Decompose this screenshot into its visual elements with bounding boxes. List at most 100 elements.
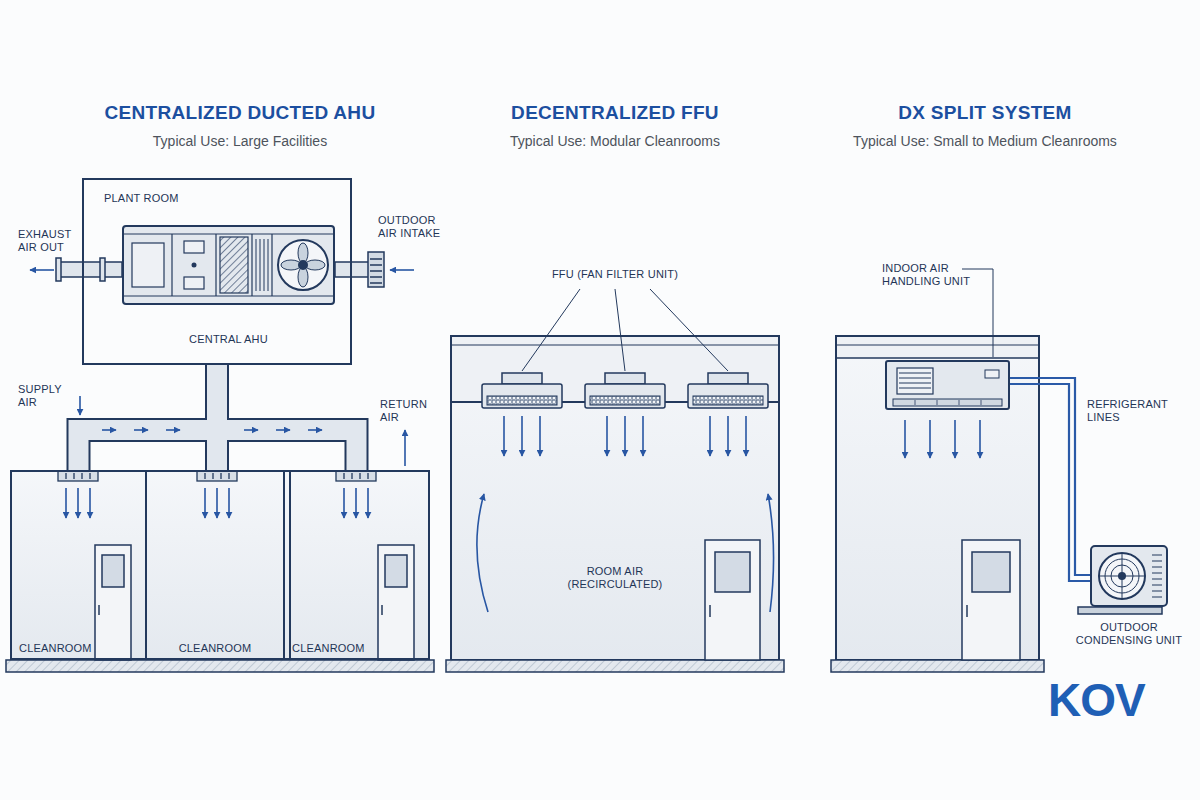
central-ahu-shape <box>264 239 265 291</box>
door <box>715 552 750 592</box>
flow-arrow <box>355 488 357 518</box>
door <box>385 555 407 587</box>
system-title: CENTRALIZED DUCTED AHU <box>30 102 450 124</box>
supply-diffuser <box>204 473 205 479</box>
fan-filter-unit <box>482 384 562 408</box>
central-ahu-shape <box>260 239 261 291</box>
door <box>962 540 1020 660</box>
central-ahu-shape <box>132 243 164 287</box>
central-ahu-shape <box>123 226 334 304</box>
cleanroom: CLEANROOM <box>145 470 291 660</box>
flow-arrow <box>276 429 290 431</box>
plant-room: CENTRAL AHUPLANT ROOM <box>82 178 352 365</box>
central-ahu-shape <box>215 234 216 296</box>
indoor-air-handling-unit-shape <box>899 378 931 379</box>
flow-arrow <box>979 420 981 458</box>
supply-duct <box>217 365 357 470</box>
indoor-air-handling-unit-shape <box>886 361 1009 409</box>
brand-logo: KOV <box>1048 676 1178 724</box>
node-label: CLEANROOM <box>19 642 99 655</box>
flow-arrow <box>745 416 747 456</box>
supply-diffuser <box>73 473 74 479</box>
fan-filter-unit <box>590 396 660 405</box>
fan-filter-unit <box>688 384 768 408</box>
flow-arrow <box>768 494 774 612</box>
door <box>378 545 414 660</box>
central-ahu-shape <box>122 225 335 305</box>
edge-label: REFRIGERANT LINES <box>1087 398 1182 424</box>
central-ahu-shape <box>171 234 172 296</box>
flow-arrow <box>166 429 180 431</box>
central-ahu: CENTRAL AHU <box>122 225 335 305</box>
node-label: CLEANROOM <box>292 642 377 655</box>
fan-filter-unit <box>693 396 763 405</box>
door <box>95 545 131 660</box>
room-fill <box>450 335 780 660</box>
refrigerant-line <box>1010 378 1090 575</box>
door <box>98 605 100 615</box>
flow-arrow <box>30 269 54 271</box>
node-label: ROOM AIR (RECIRCULATED) <box>550 565 680 591</box>
exhaust-pipe <box>58 262 122 277</box>
use-subtitle: Typical Use: Large Facilities <box>30 133 450 150</box>
refrigerant-line-pair <box>1008 384 1090 581</box>
central-ahu-shape <box>184 241 204 253</box>
intake-pipe <box>370 282 382 284</box>
central-ahu-shape <box>251 234 252 296</box>
flow-arrow <box>929 420 931 458</box>
outdoor-condensing-unit-shape <box>1152 579 1162 580</box>
outdoor-condensing-unit: OUTDOOR CONDENSING UNIT <box>1090 545 1168 607</box>
flow-arrow <box>65 488 67 518</box>
supply-duct <box>79 365 357 470</box>
room-outline <box>451 336 779 660</box>
floor-slab <box>6 660 1044 672</box>
leader-line <box>522 289 580 371</box>
outdoor-condensing-unit-shape <box>1152 567 1162 568</box>
supply-diffuser <box>220 473 221 479</box>
door <box>709 605 711 617</box>
door <box>972 552 1010 592</box>
door <box>102 555 124 587</box>
room-fill <box>10 470 430 660</box>
supply-diffuser <box>65 473 66 479</box>
use-subtitle: Typical Use: Modular Cleanrooms <box>450 133 780 150</box>
flow-arrow <box>244 429 258 431</box>
flow-arrow <box>642 416 644 456</box>
intake-pipe <box>370 264 382 266</box>
supply-diffuser <box>197 471 237 481</box>
indoor-air-handling-unit-shape <box>959 400 960 405</box>
air-label: OUTDOOR AIR INTAKE <box>378 214 452 240</box>
indoor-air-handling-unit: INDOOR AIR HANDLING UNIT <box>885 360 1010 410</box>
system-title: DECENTRALIZED FFU <box>450 102 780 124</box>
supply-diffuser <box>336 471 376 481</box>
room-fill <box>10 335 1040 660</box>
flow-arrow <box>477 494 488 612</box>
flow-arrow <box>216 488 218 518</box>
flow-arrow <box>904 420 906 458</box>
indoor-air-handling-unit-shape <box>897 368 933 394</box>
indoor-air-handling-unit-shape <box>985 370 999 378</box>
flow-arrow <box>503 416 505 456</box>
flow-arrow <box>89 488 91 518</box>
floor-slab <box>446 660 784 672</box>
central-ahu-shape <box>298 260 308 270</box>
duct-outline <box>79 365 357 470</box>
indoor-air-handling-unit-shape <box>885 360 1010 410</box>
duct-outline <box>217 365 357 470</box>
supply-diffuser <box>212 473 213 479</box>
outdoor-condensing-unit-shape <box>1091 546 1167 606</box>
indoor-air-handling-unit-shape <box>915 400 916 405</box>
intake-pipe <box>370 258 382 260</box>
floor-slab <box>6 660 434 672</box>
flow-arrow <box>606 416 608 456</box>
supply-diffuser <box>351 473 352 479</box>
outdoor-condensing-unit-shape <box>1090 545 1168 607</box>
cleanroom: CLEANROOM <box>10 470 147 660</box>
central-ahu-shape <box>268 239 269 291</box>
intake-pipe <box>335 262 369 277</box>
refrigerant-line-pair <box>1008 384 1090 581</box>
fan-filter-unit <box>708 373 748 384</box>
flow-arrow <box>308 429 322 431</box>
fan-filter-unit <box>585 384 665 408</box>
flow-arrow <box>404 430 406 466</box>
